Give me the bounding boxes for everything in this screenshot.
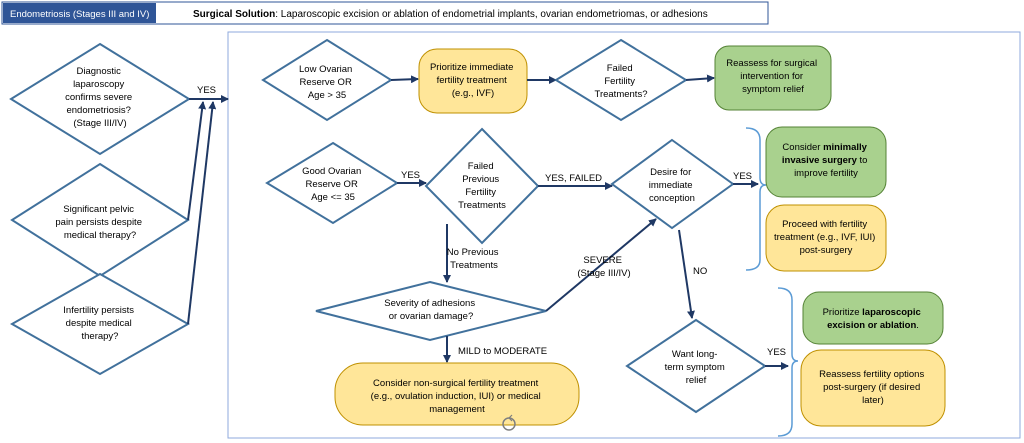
infertility-diamond: [9, 272, 191, 376]
severe-label: SEVERE (Stage III/IV): [577, 255, 630, 279]
low-reserve-diamond: [261, 38, 393, 122]
proceed-text: Proceed with fertility treatment (e.g., …: [774, 219, 878, 256]
prioritize-lap-text: Prioritize laparoscopic excision or abla…: [823, 307, 924, 331]
desire-diamond: [610, 138, 735, 230]
reassess-fertility-box: [800, 349, 946, 427]
nonsurgical-box: [334, 362, 580, 426]
severe-arrow: [545, 218, 657, 312]
upper-brace: [745, 127, 767, 271]
nonsurgical-text: Consider non-surgical fertility treatmen…: [371, 378, 544, 415]
good-reserve-text: Good Ovarian Reserve OR Age <= 35: [302, 166, 364, 203]
infertility-text: Infertility persists despite medical the…: [63, 305, 136, 342]
failed-previous-text: Failed Previous Fertility Treatments: [458, 161, 506, 211]
entry-yes-label: YES: [197, 85, 216, 96]
severity-text: Severity of adhesions or ovarian damage?: [384, 298, 477, 322]
pain-arrow: [187, 101, 207, 221]
diagnostic-text: Diagnostic laparoscopy confirms severe e…: [65, 66, 135, 129]
want-relief-diamond: [625, 318, 767, 414]
desire-yes-label: YES: [733, 171, 752, 182]
stage-tab: [3, 3, 156, 23]
pain-text: Significant pelvic pain persists despite…: [55, 204, 144, 241]
low-reserve-text: Low Ovarian Reserve OR Age > 35: [299, 64, 355, 101]
refresh-icon: [502, 414, 516, 431]
severity-diamond: [315, 280, 547, 342]
reassess-surgical-text: Reassess for surgical intervention for s…: [726, 58, 819, 95]
failed-fertility-diamond: [554, 38, 688, 122]
prioritize-lap-box: [802, 291, 944, 345]
mild-label: MILD to MODERATE: [458, 346, 547, 357]
low-to-prioritize-arrow: [390, 75, 419, 84]
yes-failed-label: YES, FAILED: [545, 173, 602, 184]
proceed-box: [765, 204, 887, 272]
header-bar: [1, 1, 769, 25]
relief-yes-label: YES: [767, 347, 786, 358]
lower-brace: [777, 287, 799, 437]
desire-text: Desire for immediate conception: [649, 167, 695, 204]
failed-fertility-text: Failed Fertility Treatments?: [595, 63, 648, 100]
solution-text: Surgical Solution: Laparoscopic excision…: [193, 9, 708, 20]
reassess-fertility-text: Reassess fertility options post-surgery …: [819, 369, 927, 406]
diagnostic-diamond: [9, 42, 191, 156]
good-reserve-diamond: [265, 141, 399, 225]
failed-to-reassess-arrow: [685, 74, 715, 83]
prioritize-fertility-text: Prioritize immediate fertility treatment…: [430, 62, 516, 99]
stage-tab-label: Endometriosis (Stages III and IV): [10, 9, 149, 20]
desire-no-label: NO: [693, 266, 707, 277]
failed-previous-diamond: [424, 127, 540, 245]
consider-minimal-box: [765, 126, 887, 198]
no-previous-label: No Previous Treatments: [447, 247, 501, 271]
good-yes-label: YES: [401, 170, 420, 181]
desire-no-arrow: [678, 229, 695, 319]
consider-minimal-text: Consider minimally invasive surgery to i…: [782, 142, 870, 179]
infertility-arrow: [187, 101, 217, 325]
want-relief-text: Want long- term symptom relief: [665, 349, 728, 386]
main-frame: [227, 31, 1021, 439]
reassess-surgical-box: [714, 45, 832, 111]
